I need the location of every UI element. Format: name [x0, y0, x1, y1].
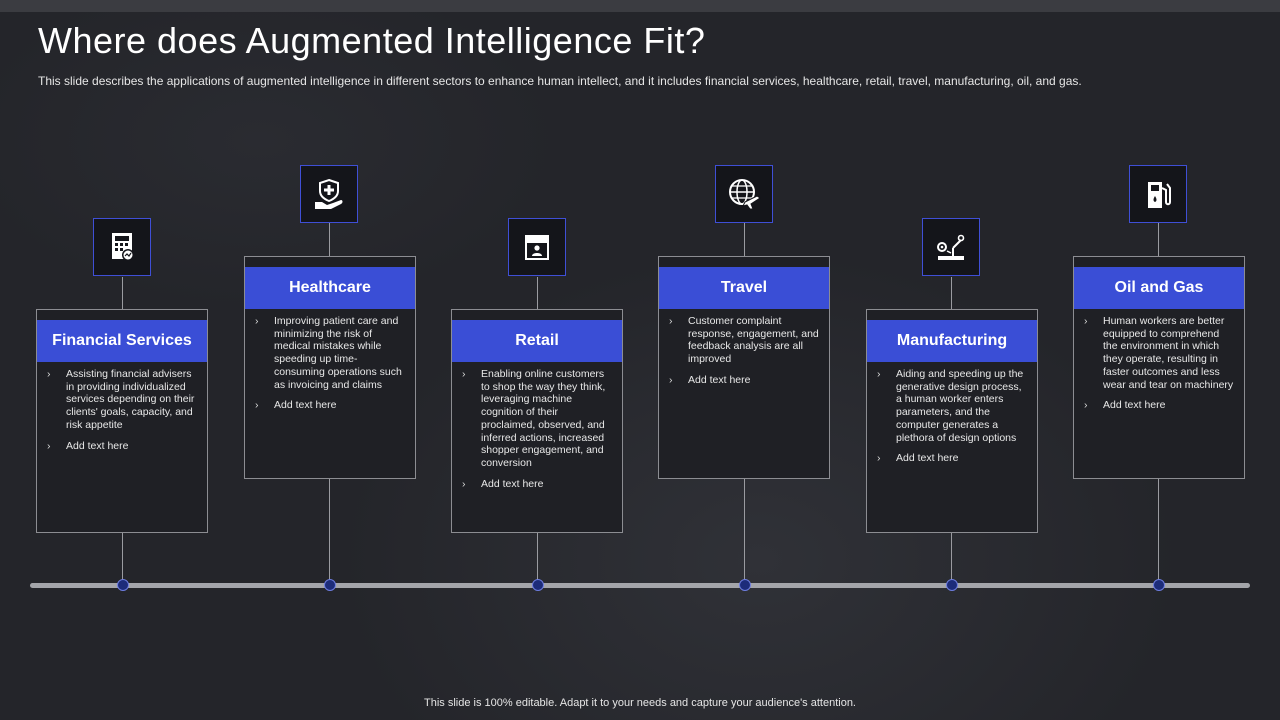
slide-subtitle: This slide describes the applications of… [38, 74, 1082, 88]
healthcare-icon-box [300, 165, 358, 223]
bullet-item: › Customer complaint response, engagement… [669, 315, 819, 366]
robotic-arm-icon [937, 234, 965, 260]
chevron-right-icon: › [255, 399, 259, 412]
timeline-dot [946, 579, 958, 591]
connector-card-timeline [329, 478, 330, 584]
connector-icon-card [744, 223, 745, 256]
chevron-right-icon: › [462, 368, 466, 380]
bullet-item: › Assisting financial advisers in providi… [47, 368, 197, 432]
chevron-right-icon: › [255, 315, 259, 327]
store-front-icon [525, 235, 549, 260]
oil-and-gas-icon-box [1129, 165, 1187, 223]
card-body: › Enabling online customers to shop the w… [452, 368, 622, 498]
chevron-right-icon: › [669, 373, 673, 386]
bullet-text: Add text here [481, 477, 544, 490]
chevron-right-icon: › [1084, 315, 1088, 327]
bullet-text: Improving patient care and minimizing th… [274, 315, 402, 391]
bullet-item: › Add text here [877, 452, 1027, 465]
connector-icon-card [1158, 223, 1159, 256]
card-heading: Healthcare [245, 267, 415, 309]
connector-icon-card [537, 277, 538, 310]
bullet-text: Add text here [274, 399, 337, 412]
connector-icon-card [122, 277, 123, 310]
timeline-dot [1153, 579, 1165, 591]
bullet-text: Add text here [688, 373, 751, 386]
bullet-item: › Improving patient care and minimizing t… [255, 315, 405, 391]
chevron-right-icon: › [877, 452, 881, 465]
top-bar [0, 0, 1280, 12]
connector-card-timeline [122, 532, 123, 584]
connector-card-timeline [1158, 478, 1159, 584]
card-body: › Improving patient care and minimizing t… [245, 315, 415, 420]
chevron-right-icon: › [1084, 399, 1088, 412]
bullet-item: › Add text here [255, 399, 405, 412]
card-heading: Oil and Gas [1074, 267, 1244, 309]
slide-footer: This slide is 100% editable. Adapt it to… [424, 697, 856, 709]
bullet-item: › Enabling online customers to shop the w… [462, 368, 612, 470]
bullet-item: › Add text here [47, 440, 197, 453]
sector-card-retail: Retail › Enabling online customers to sho… [451, 309, 623, 533]
sector-card-financial-services: Financial Services › Assisting financial … [36, 309, 208, 533]
card-heading: Travel [659, 267, 829, 309]
connector-card-timeline [951, 532, 952, 584]
bullet-item: › Add text here [669, 374, 819, 387]
bullet-text: Add text here [66, 439, 129, 452]
card-body: › Customer complaint response, engagement… [659, 315, 829, 395]
timeline-bar [30, 583, 1250, 588]
bullet-text: Aiding and speeding up the generative de… [896, 368, 1024, 444]
bullet-item: › Add text here [1084, 399, 1234, 412]
timeline-dot [324, 579, 336, 591]
card-heading: Manufacturing [867, 320, 1037, 362]
bullet-text: Add text here [896, 452, 959, 465]
chevron-right-icon: › [47, 368, 51, 380]
globe-plane-icon [729, 179, 761, 210]
calculator-chart-icon [112, 233, 134, 261]
bullet-text: Add text here [1103, 399, 1166, 412]
card-body: › Aiding and speeding up the generative d… [867, 368, 1037, 473]
card-body: › Human workers are better equipped to co… [1074, 315, 1244, 420]
bullet-text: Assisting financial advisers in providin… [66, 368, 195, 431]
fuel-pump-icon [1148, 182, 1171, 208]
sector-card-manufacturing: Manufacturing › Aiding and speeding up th… [866, 309, 1038, 533]
sector-card-oil-and-gas: Oil and Gas › Human workers are better eq… [1073, 256, 1245, 479]
bullet-item: › Add text here [462, 478, 612, 491]
bullet-text: Customer complaint response, engagement,… [688, 315, 819, 366]
retail-icon-box [508, 218, 566, 276]
sector-card-travel: Travel › Customer complaint response, eng… [658, 256, 830, 479]
chevron-right-icon: › [462, 477, 466, 490]
medical-shield-hand-icon [315, 178, 343, 209]
slide-title: Where does Augmented Intelligence Fit? [38, 20, 706, 61]
chevron-right-icon: › [877, 368, 881, 380]
connector-icon-card [329, 223, 330, 256]
connector-icon-card [951, 277, 952, 310]
timeline-dot [532, 579, 544, 591]
card-heading: Retail [452, 320, 622, 362]
bullet-text: Human workers are better equipped to com… [1103, 315, 1234, 391]
chevron-right-icon: › [669, 315, 673, 327]
financial-services-icon-box [93, 218, 151, 276]
sector-card-healthcare: Healthcare › Improving patient care and m… [244, 256, 416, 479]
connector-card-timeline [744, 478, 745, 584]
bullet-text: Enabling online customers to shop the wa… [481, 368, 606, 469]
travel-icon-box [715, 165, 773, 223]
connector-card-timeline [537, 532, 538, 584]
chevron-right-icon: › [47, 439, 51, 452]
timeline-dot [117, 579, 129, 591]
bullet-item: › Aiding and speeding up the generative d… [877, 368, 1027, 444]
manufacturing-icon-box [922, 218, 980, 276]
bullet-item: › Human workers are better equipped to co… [1084, 315, 1234, 391]
timeline-dot [739, 579, 751, 591]
card-heading: Financial Services [37, 320, 207, 362]
card-body: › Assisting financial advisers in providi… [37, 368, 207, 460]
